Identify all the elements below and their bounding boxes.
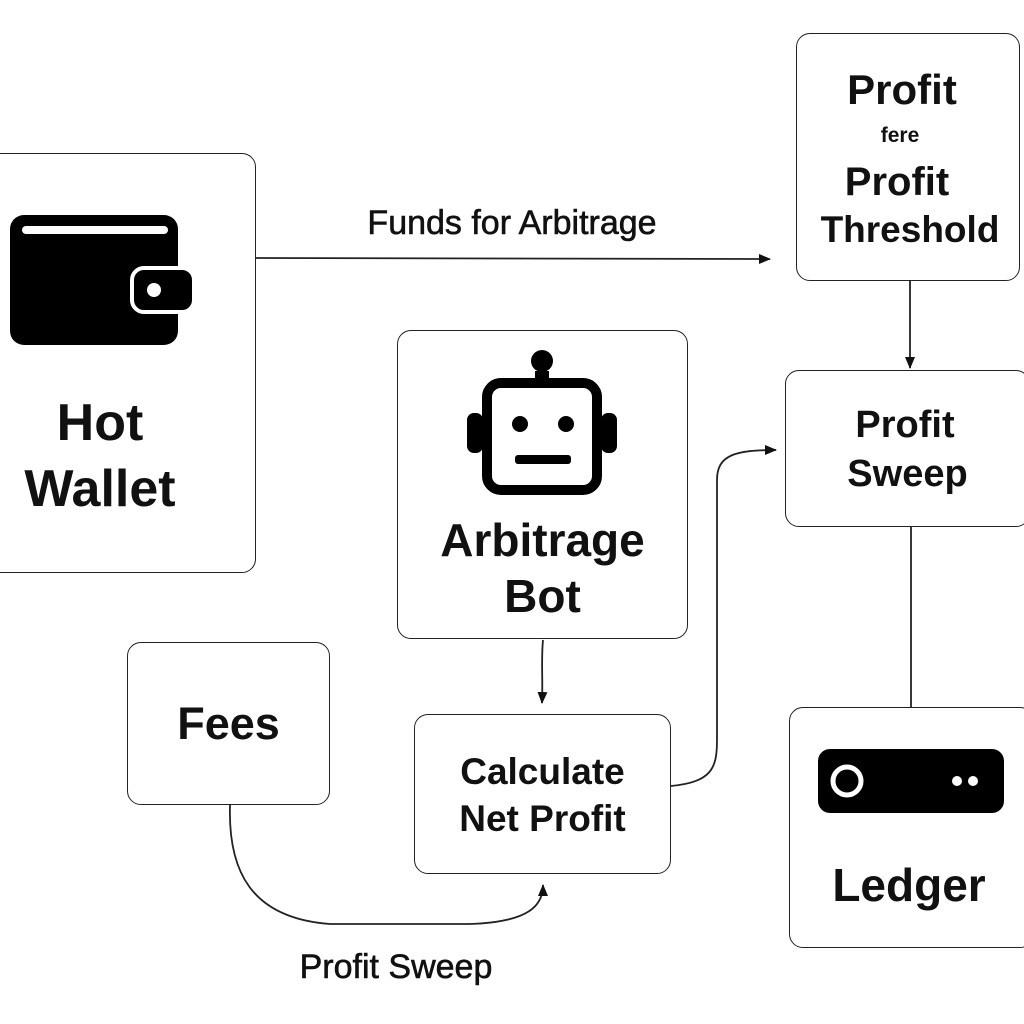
hot-wallet-label-line1: Hot	[56, 394, 144, 452]
profit-sweep-node	[785, 370, 1024, 527]
arrow-funds-for-arbitrage	[255, 253, 771, 264]
calculate-net-profit-node	[414, 714, 671, 874]
profit-sweep-edge-label: Profit Sweep	[299, 948, 493, 986]
arbitrage-bot-label-line2: Bot	[504, 570, 581, 622]
ledger-node	[789, 707, 1024, 948]
profit-threshold-label-line1: Profit	[847, 66, 957, 113]
robot-icon	[467, 350, 617, 495]
hardware-wallet-icon	[818, 749, 1004, 813]
fees-node	[127, 642, 330, 805]
arbitrage-bot-label-line1: Arbitrage	[440, 514, 645, 566]
profit-threshold-label-line2: fere	[880, 124, 920, 147]
calculate-net-profit-label-line1: Calculate	[460, 751, 625, 792]
calculate-net-profit-label-line2: Net Profit	[459, 798, 626, 839]
arrow-bot-to-calculate	[537, 639, 548, 704]
profit-threshold-label-line3: Profit	[844, 160, 950, 204]
wallet-icon	[10, 215, 196, 345]
profit-threshold-label-line4: Threshold	[820, 209, 1000, 250]
arrow-calculate-to-sweep	[670, 445, 777, 787]
funds-for-arbitrage-label: Funds for Arbitrage	[367, 204, 657, 242]
hot-wallet-label-line2: Wallet	[24, 460, 176, 518]
profit-threshold-node	[796, 33, 1020, 281]
profit-sweep-label-line2: Sweep	[847, 453, 968, 495]
ledger-label: Ledger	[832, 859, 986, 911]
fees-label: Fees	[177, 698, 280, 749]
profit-sweep-label-line1: Profit	[855, 404, 955, 446]
arrow-fees-to-calculate	[229, 804, 548, 925]
